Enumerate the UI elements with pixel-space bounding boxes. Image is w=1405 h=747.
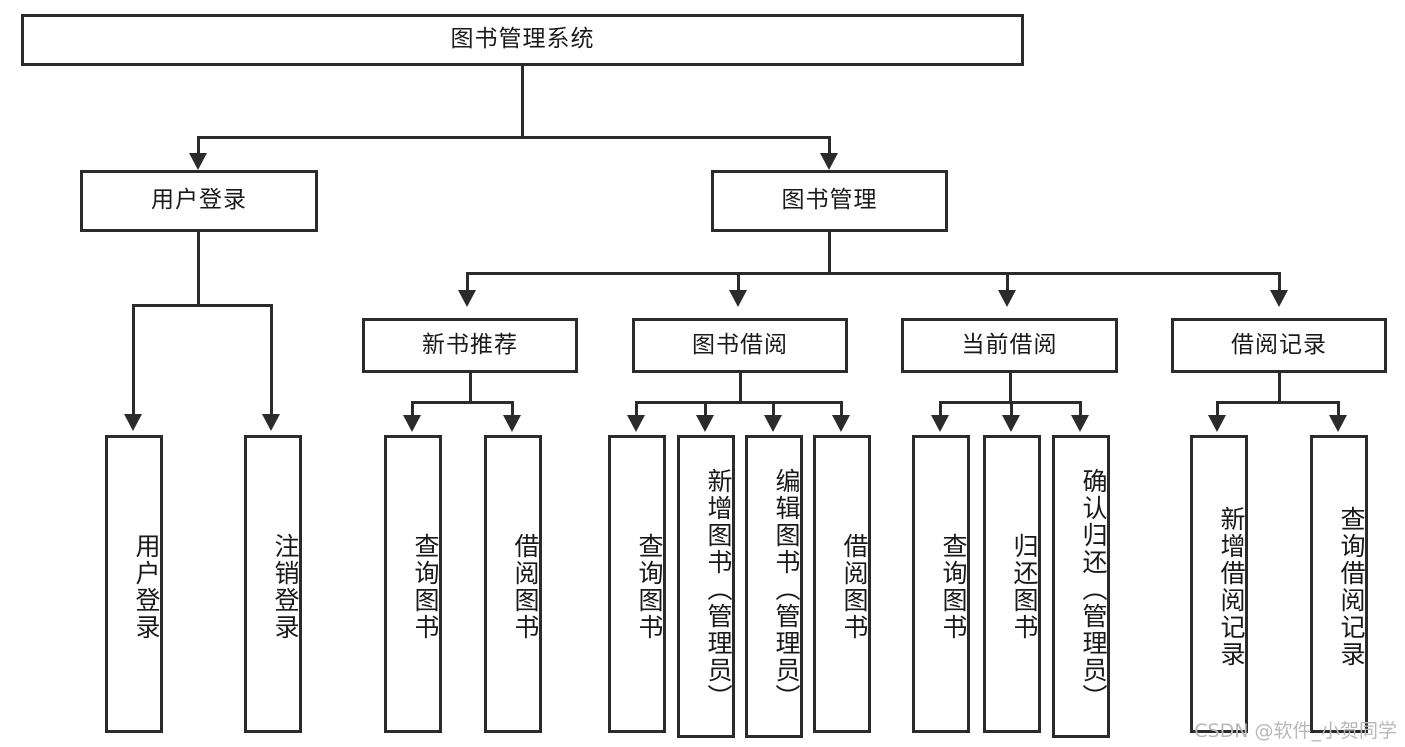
connector-book-borrow-bus — [635, 401, 842, 404]
leaf-query-book-bb-label: 查询图书 — [635, 533, 664, 641]
node-book-borrow-label: 图书借阅 — [692, 331, 788, 358]
arrowhead-bb-leaf-2 — [696, 415, 714, 432]
connector-cb-leaf-2 — [1010, 401, 1013, 417]
connector-root-to-user-login — [197, 136, 200, 156]
leaf-add-book-admin-label: 新增图书（管理员） — [704, 468, 733, 711]
leaf-query-book-nbr[interactable]: 查询图书 — [384, 435, 442, 733]
connector-nbr-leaf-1 — [411, 401, 414, 417]
arrowhead-book-borrow — [729, 290, 747, 307]
connector-to-book-borrow — [737, 272, 740, 292]
leaf-query-borrow-record-label: 查询借阅记录 — [1337, 506, 1366, 668]
leaf-edit-book-admin[interactable]: 编辑图书（管理员） — [745, 435, 803, 738]
arrowhead-bb-leaf-1 — [627, 415, 645, 432]
connector-borrow-record-stem — [1278, 373, 1281, 401]
leaf-query-book-bb[interactable]: 查询图书 — [608, 435, 666, 733]
node-root-label: 图书管理系统 — [450, 26, 595, 53]
leaf-edit-book-admin-label: 编辑图书（管理员） — [772, 468, 801, 711]
leaf-borrow-book-bb[interactable]: 借阅图书 — [813, 435, 871, 733]
node-new-book-recommend[interactable]: 新书推荐 — [362, 318, 578, 373]
connector-book-mgmt-stem — [828, 232, 831, 272]
connector-user-login-to-leaf-2 — [270, 304, 273, 416]
leaf-query-book-cb[interactable]: 查询图书 — [912, 435, 970, 733]
connector-bb-leaf-3 — [772, 401, 775, 417]
node-borrow-record-label: 借阅记录 — [1231, 331, 1327, 358]
node-user-login[interactable]: 用户登录 — [80, 170, 318, 232]
connector-cb-leaf-1 — [939, 401, 942, 417]
leaf-query-book-nbr-label: 查询图书 — [411, 533, 440, 641]
leaf-query-borrow-record[interactable]: 查询借阅记录 — [1310, 435, 1368, 733]
leaf-add-borrow-record-label: 新增借阅记录 — [1217, 506, 1246, 668]
leaf-query-book-cb-label: 查询图书 — [939, 533, 968, 641]
arrowhead-user-login — [189, 153, 207, 170]
connector-br-leaf-1 — [1216, 401, 1219, 417]
leaf-confirm-return-admin-label: 确认归还（管理员） — [1079, 468, 1108, 711]
node-book-management-label: 图书管理 — [781, 187, 878, 214]
leaf-user-login[interactable]: 用户登录 — [105, 435, 163, 733]
connector-bb-leaf-4 — [840, 401, 843, 417]
connector-book-borrow-stem — [739, 373, 742, 401]
connector-bb-leaf-2 — [704, 401, 707, 417]
node-root[interactable]: 图书管理系统 — [21, 14, 1024, 66]
node-current-borrow[interactable]: 当前借阅 — [901, 318, 1118, 373]
arrowhead-leaf-user-login — [124, 414, 142, 431]
leaf-add-borrow-record[interactable]: 新增借阅记录 — [1190, 435, 1248, 733]
connector-to-new-book-rec — [466, 272, 469, 292]
arrowhead-cb-leaf-1 — [931, 415, 949, 432]
leaf-user-login-label: 用户登录 — [132, 533, 161, 641]
connector-to-borrow-record — [1278, 272, 1281, 292]
leaf-confirm-return-admin[interactable]: 确认归还（管理员） — [1052, 435, 1110, 738]
node-book-borrow[interactable]: 图书借阅 — [632, 318, 848, 373]
arrowhead-borrow-record — [1270, 290, 1288, 307]
connector-root-stem — [521, 66, 524, 136]
leaf-return-book-label: 归还图书 — [1010, 533, 1039, 641]
connector-user-login-stem — [197, 232, 200, 304]
connector-user-login-bus — [132, 304, 272, 307]
leaf-logout-label: 注销登录 — [271, 533, 300, 641]
arrowhead-bb-leaf-3 — [764, 415, 782, 432]
leaf-logout[interactable]: 注销登录 — [244, 435, 302, 733]
node-new-book-recommend-label: 新书推荐 — [422, 331, 518, 358]
arrowhead-current-borrow — [998, 290, 1016, 307]
connector-br-leaf-2 — [1337, 401, 1340, 417]
node-current-borrow-label: 当前借阅 — [961, 331, 1058, 358]
connector-root-to-book-mgmt — [828, 136, 831, 156]
arrowhead-cb-leaf-2 — [1002, 415, 1020, 432]
connector-new-book-rec-stem — [469, 373, 472, 401]
arrowhead-br-leaf-2 — [1329, 415, 1347, 432]
connector-current-borrow-stem — [1009, 373, 1012, 401]
leaf-add-book-admin[interactable]: 新增图书（管理员） — [677, 435, 735, 738]
leaf-borrow-book-nbr[interactable]: 借阅图书 — [484, 435, 542, 733]
leaf-borrow-book-bb-label: 借阅图书 — [840, 533, 869, 641]
connector-cb-leaf-3 — [1079, 401, 1082, 417]
arrowhead-nbr-leaf-1 — [403, 415, 421, 432]
arrowhead-bb-leaf-4 — [832, 415, 850, 432]
connector-nbr-leaf-2 — [511, 401, 514, 417]
arrowhead-cb-leaf-3 — [1071, 415, 1089, 432]
arrowhead-nbr-leaf-2 — [503, 415, 521, 432]
arrowhead-book-mgmt — [820, 153, 838, 170]
connector-borrow-record-bus — [1216, 401, 1340, 404]
arrowhead-new-book-rec — [458, 290, 476, 307]
connector-bb-leaf-1 — [635, 401, 638, 417]
connector-book-mgmt-bus — [466, 272, 1281, 275]
leaf-borrow-book-nbr-label: 借阅图书 — [511, 533, 540, 641]
connector-new-book-rec-bus — [411, 401, 513, 404]
arrowhead-leaf-logout — [262, 414, 280, 431]
node-book-management[interactable]: 图书管理 — [711, 170, 948, 232]
connector-to-current-borrow — [1006, 272, 1009, 292]
connector-user-login-to-leaf-1 — [132, 304, 135, 416]
node-user-login-label: 用户登录 — [151, 187, 247, 214]
node-borrow-record[interactable]: 借阅记录 — [1171, 318, 1387, 373]
arrowhead-br-leaf-1 — [1208, 415, 1226, 432]
connector-root-bus — [197, 136, 831, 139]
leaf-return-book[interactable]: 归还图书 — [983, 435, 1041, 733]
